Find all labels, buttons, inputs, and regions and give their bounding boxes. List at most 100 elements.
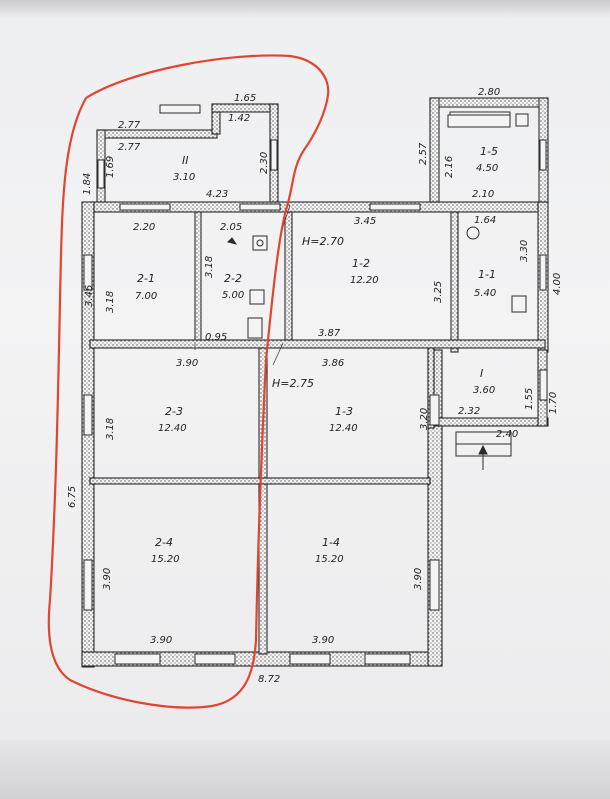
room-label-i: I — [480, 367, 483, 380]
dimension: 2.80 — [478, 87, 500, 98]
window — [429, 394, 440, 426]
dimension: 6.75 — [67, 486, 78, 508]
ceiling-height-2: H=2.75 — [272, 377, 314, 390]
window — [289, 653, 331, 665]
dimension: 3.18 — [204, 256, 215, 278]
boiler-22 — [247, 317, 263, 339]
dimension: 3.20 — [419, 408, 430, 430]
chimney-mark — [227, 237, 238, 245]
room-label-1-2: 1-2 — [352, 257, 370, 270]
dimension: 3.45 — [354, 216, 376, 227]
room-area-1-4: 15.20 — [315, 554, 344, 565]
dimension: 1.64 — [474, 215, 496, 226]
stove — [252, 235, 268, 251]
sink-11 — [511, 295, 527, 313]
wall-i-bottom — [427, 417, 549, 427]
dimension-labels: 1.65 2.77 1.42 2.77 1.84 1.69 2.30 4.23 … — [67, 87, 563, 685]
sheet-bottom-edge — [0, 740, 610, 799]
dimension: 3.90 — [176, 358, 198, 369]
red-highlight-outline — [47, 54, 330, 709]
window — [194, 653, 236, 665]
dimension: 3.90 — [150, 635, 172, 646]
window — [83, 559, 93, 611]
wall-int-row1 — [89, 339, 546, 349]
window — [97, 159, 105, 189]
window — [364, 653, 411, 665]
dimension: 1.69 — [105, 156, 116, 178]
bath-15 — [447, 114, 511, 128]
dimension: 2.30 — [259, 152, 270, 174]
room-label-2-3: 2-3 — [165, 405, 183, 418]
room-area-2-2: 5.00 — [222, 290, 244, 301]
dimension: 2.77 — [118, 142, 141, 153]
window — [369, 203, 421, 211]
room-labels: II 3.10 1-5 4.50 2-1 7.00 2-2 5.00 1-2 1… — [135, 145, 498, 565]
dimension: 8.72 — [258, 674, 280, 685]
fixtures — [227, 113, 529, 339]
dimension: 1.84 — [82, 173, 93, 195]
window — [270, 139, 278, 171]
room-label-2-2: 2-2 — [224, 272, 242, 285]
window — [159, 104, 201, 114]
dimension: 3.90 — [102, 568, 113, 590]
window — [83, 394, 93, 436]
wall-15-top — [429, 97, 549, 108]
room-label-1-4: 1-4 — [322, 536, 340, 549]
walls — [81, 97, 549, 668]
window — [83, 254, 93, 291]
dimension: 1.70 — [548, 392, 559, 414]
dimension: 3.30 — [519, 240, 530, 262]
room-area-2-1: 7.00 — [135, 291, 157, 302]
dimension: 1.65 — [234, 93, 256, 104]
room-area-i: 3.60 — [473, 385, 495, 396]
room-area-2-3: 12.40 — [158, 423, 187, 434]
window — [429, 559, 440, 611]
wall-int-13-i — [427, 347, 435, 429]
window — [114, 653, 161, 665]
dimension: 2.16 — [444, 156, 455, 178]
porch — [455, 431, 512, 470]
window — [239, 203, 281, 211]
wall-15-left — [429, 97, 440, 203]
wall-int-22-12 — [284, 211, 293, 345]
wall-ii-top-left — [96, 129, 218, 139]
dimension: 3.90 — [413, 568, 424, 590]
window — [119, 203, 171, 211]
dimension: 2.05 — [220, 222, 242, 233]
wall-int-21-22 — [194, 211, 202, 345]
dimension: 3.90 — [312, 635, 334, 646]
dimension: 3.86 — [322, 358, 344, 369]
ceiling-height-1: H=2.70 — [302, 235, 344, 248]
room-label-1-1: 1-1 — [478, 268, 496, 281]
wall-ii-top-right — [211, 103, 279, 113]
dimension: 4.00 — [552, 273, 563, 295]
room-label-2-4: 2-4 — [155, 536, 173, 549]
room-label-ii: II — [182, 154, 189, 167]
room-area-2-4: 15.20 — [151, 554, 180, 565]
room-area-ii: 3.10 — [173, 172, 195, 183]
room-label-1-5: 1-5 — [480, 145, 498, 158]
dimension: 1.42 — [228, 113, 250, 124]
window — [539, 369, 548, 401]
dimension: 3.46 — [84, 285, 95, 307]
basin-15 — [515, 113, 529, 127]
dimension: 3.25 — [433, 281, 444, 303]
dimension: 2.57 — [418, 142, 429, 165]
dimension: 4.23 — [206, 189, 228, 200]
dimension: 2.10 — [472, 189, 494, 200]
dimension: 2.32 — [458, 406, 480, 417]
dimension: 3.18 — [105, 291, 116, 313]
sheet-top-shadow — [0, 0, 610, 18]
entry-arrow-head — [478, 444, 488, 455]
room-label-2-1: 2-1 — [137, 272, 155, 285]
dimension: 3.18 — [105, 418, 116, 440]
window — [539, 254, 547, 291]
dimension: 2.20 — [133, 222, 155, 233]
dimension: 2.40 — [496, 429, 518, 440]
room-area-1-1: 5.40 — [474, 288, 496, 299]
room-label-1-3: 1-3 — [335, 405, 353, 418]
boiler-11 — [466, 226, 480, 240]
room-area-1-2: 12.20 — [350, 275, 379, 286]
window — [539, 139, 547, 171]
